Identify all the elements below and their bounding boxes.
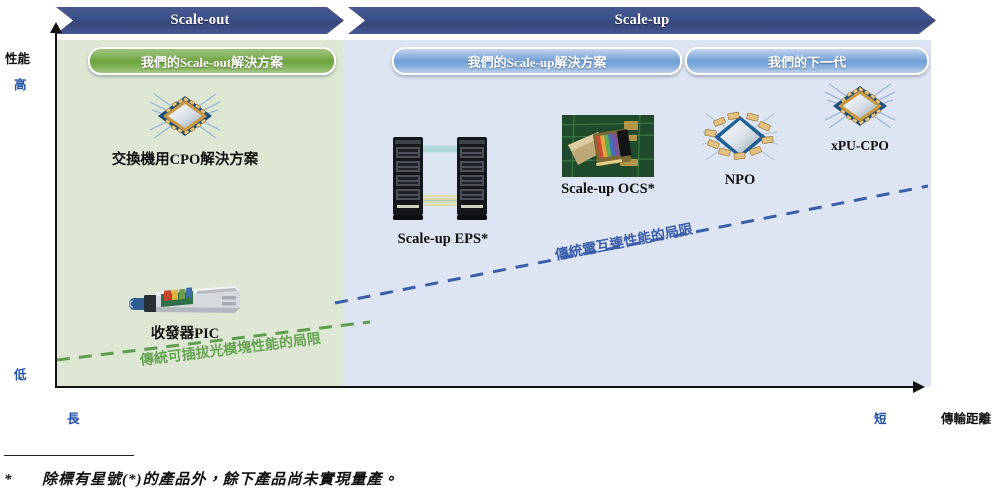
y-axis-tick-high: 高 [14, 78, 27, 92]
banner-scale-up-label: Scale-up [614, 12, 670, 28]
pill-our-scale-up-solution-label: 我們的Scale-up解決方案 [467, 54, 607, 70]
product-xpu-cpo[interactable]: xPU-CPO [800, 78, 920, 154]
y-axis-arrow [50, 22, 62, 33]
x-axis-line [55, 386, 917, 388]
pill-our-scale-out-solution-label: 我們的Scale-out解決方案 [140, 54, 284, 70]
product-scale-up-eps[interactable]: Scale-up EPS* [378, 131, 508, 248]
y-axis-line [55, 30, 57, 387]
product-transceiver-pic-label: 收發器PIC [150, 326, 220, 342]
product-transceiver-pic[interactable]: 收發器PIC [110, 282, 260, 343]
banner-scale-out: Scale-out [56, 7, 344, 34]
y-axis-title: 性能 [5, 52, 31, 66]
pill-our-scale-up-solution[interactable]: 我們的Scale-up解決方案 [392, 47, 682, 75]
product-scale-up-eps-label: Scale-up EPS* [397, 231, 489, 247]
banner-scale-up: Scale-up [348, 7, 936, 34]
product-scale-up-ocs-label: Scale-up OCS* [561, 181, 655, 197]
x-axis-tick-short: 短 [874, 412, 887, 426]
product-npo[interactable]: NPO [685, 106, 795, 189]
footnote-divider [4, 455, 134, 456]
product-npo-label: NPO [724, 172, 756, 188]
x-axis-tick-long: 長 [67, 412, 80, 426]
y-axis-tick-low: 低 [14, 368, 27, 382]
footnote-text: 除標有星號(*)的產品外，餘下產品尚未實現量產。 [42, 472, 399, 488]
product-scale-up-ocs[interactable]: Scale-up OCS* [528, 115, 688, 198]
banner-scale-out-label: Scale-out [170, 12, 230, 28]
x-axis-arrow [913, 381, 925, 393]
chip-diamond-icon [148, 88, 222, 144]
footnote: * 除標有星號(*)的產品外，餘下產品尚未實現量產。 [4, 468, 399, 489]
footnote-marker: * [4, 472, 12, 488]
x-axis-title: 傳輸距離 [941, 412, 992, 426]
product-xpu-cpo-label: xPU-CPO [831, 138, 889, 153]
optical-transceiver-icon [127, 282, 243, 318]
pill-our-scale-out-solution[interactable]: 我們的Scale-out解決方案 [88, 47, 336, 75]
product-switch-cpo-label: 交換機用CPO解決方案 [111, 152, 259, 168]
pill-our-next-generation[interactable]: 我們的下一代 [685, 47, 929, 75]
server-racks-icon [385, 131, 501, 227]
pill-our-next-generation-label: 我們的下一代 [767, 54, 846, 70]
product-switch-cpo[interactable]: 交換機用CPO解決方案 [95, 88, 275, 169]
pcb-photo-icon [562, 115, 654, 177]
chip-diamond-icon [823, 78, 897, 134]
npo-chip-icon [700, 106, 780, 168]
